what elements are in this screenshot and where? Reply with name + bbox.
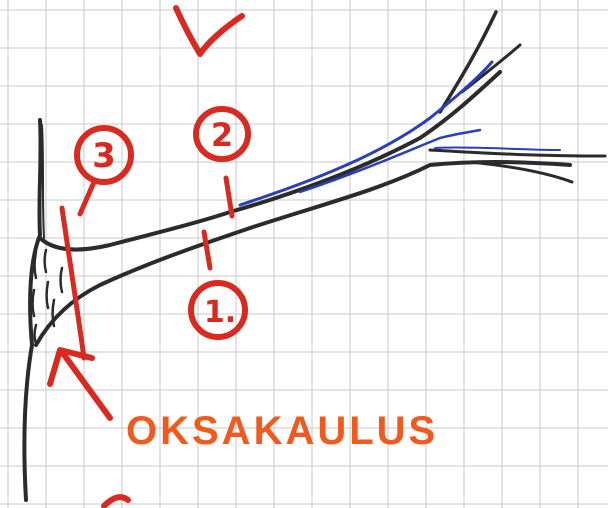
marker-3-label: 3 <box>92 136 116 176</box>
cut-line-1 <box>201 229 213 271</box>
blue-highlight-tip <box>434 146 561 151</box>
marker-2-circle <box>193 106 251 162</box>
twig-right-1 <box>428 148 607 158</box>
blue-highlight-lower <box>298 128 482 194</box>
blue-highlight-upper <box>238 60 494 207</box>
cut-line-3 <box>59 205 87 361</box>
cut-pointer-3 <box>77 179 97 217</box>
marker-2-label: 2 <box>211 116 233 154</box>
trunk-edge <box>41 124 45 239</box>
marker-1-label: 1. <box>204 295 236 330</box>
marker-3-circle <box>74 125 134 185</box>
branch-upper-edge <box>38 70 502 252</box>
top-arrow <box>173 5 245 57</box>
marker-1-circle <box>188 280 248 340</box>
collar-caption: OKSAKAULUS <box>126 409 438 453</box>
collar-arrowhead <box>47 347 95 387</box>
collar-arrow <box>59 349 113 421</box>
cut-line-2 <box>223 175 235 219</box>
bottom-mark-fragment <box>101 494 131 508</box>
twig-right-2 <box>468 160 574 184</box>
trunk <box>22 118 43 502</box>
branch-collar <box>31 248 64 346</box>
twig-upper-1 <box>438 10 498 114</box>
